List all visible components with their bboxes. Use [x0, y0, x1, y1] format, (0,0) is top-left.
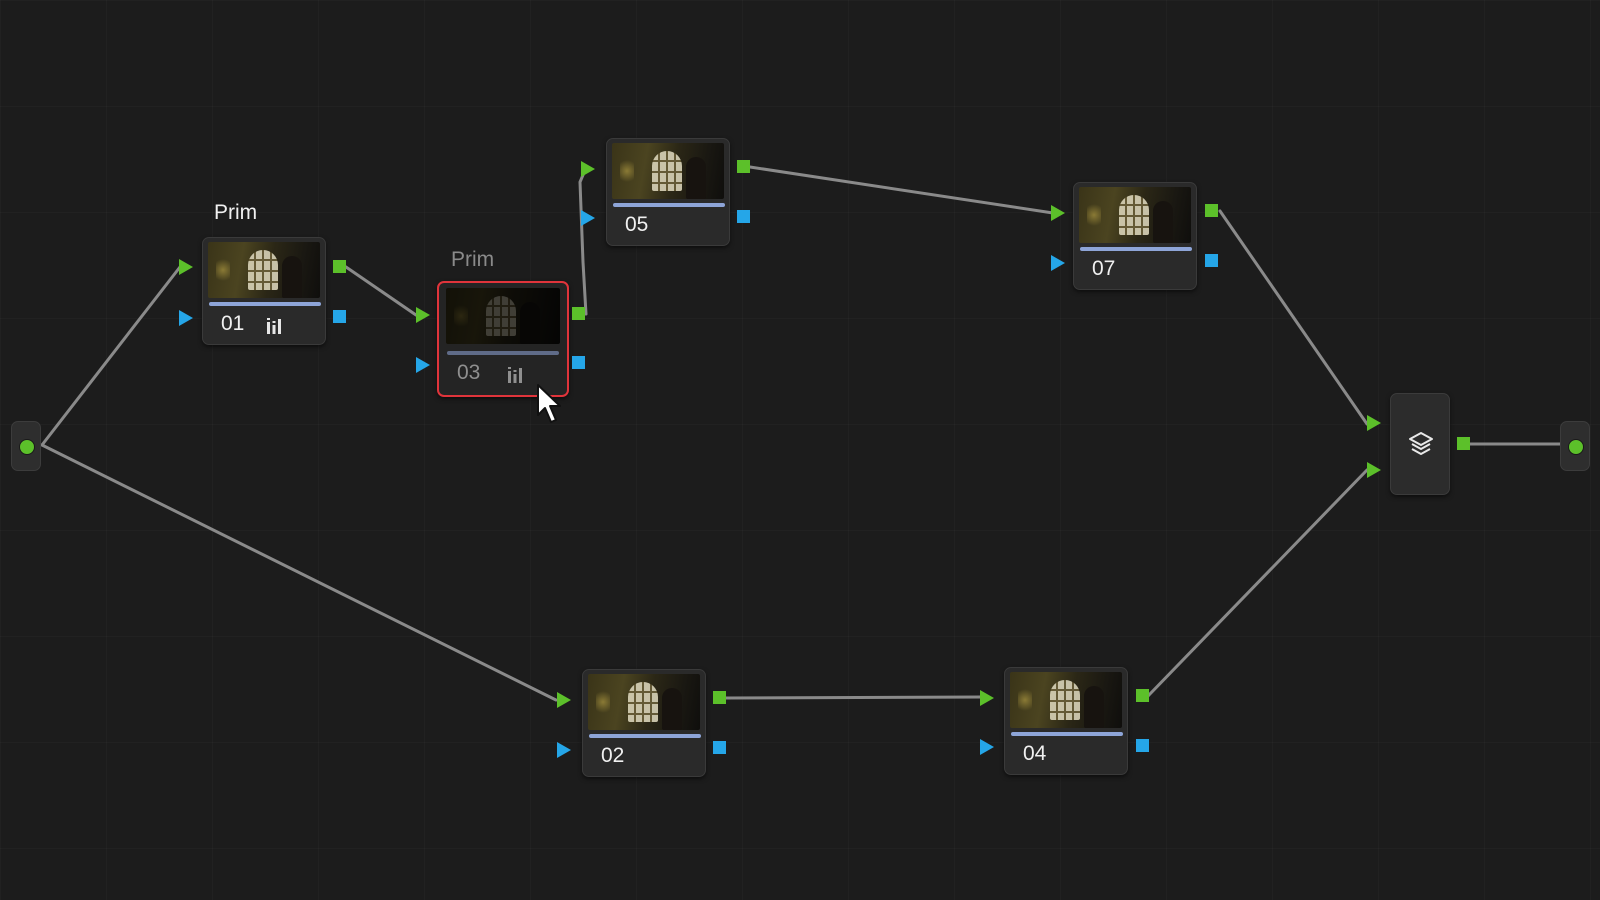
node-07-rgb-output-port[interactable]: [1205, 204, 1218, 217]
node-01[interactable]: 01: [202, 237, 326, 345]
node-01-status-bar: [209, 302, 321, 306]
node-05-number: 05: [625, 213, 649, 236]
wire-03-05: [578, 166, 588, 316]
node-03-key-input-port[interactable]: [416, 357, 430, 373]
layers-icon: [1409, 432, 1433, 455]
node-02-key-input-port[interactable]: [557, 742, 571, 758]
node-02[interactable]: 02: [582, 669, 706, 777]
node-03-rgb-output-port[interactable]: [572, 307, 585, 320]
wire-05-07: [748, 165, 1055, 215]
node-01-number: 01: [221, 312, 245, 335]
node-01-rgb-input-port[interactable]: [179, 259, 193, 275]
node-02-number: 02: [601, 744, 625, 767]
node-07-number: 07: [1092, 257, 1116, 280]
wire-01-03: [344, 265, 418, 317]
node-05-rgb-input-port[interactable]: [581, 161, 595, 177]
node-03-thumbnail: [446, 288, 560, 344]
wire-input-01: [40, 265, 182, 447]
node-02-rgb-input-port[interactable]: [557, 692, 571, 708]
wire-input-02: [40, 443, 558, 702]
node-07-rgb-input-port[interactable]: [1051, 205, 1065, 221]
node-03-status-bar: [447, 351, 559, 355]
wire-04-mixer: [1146, 468, 1369, 698]
node-05-rgb-output-port[interactable]: [737, 160, 750, 173]
node-04[interactable]: 04: [1004, 667, 1128, 775]
node-03-label: Prim: [451, 248, 495, 271]
node-02-thumbnail: [588, 674, 700, 730]
node-03-key-output-port[interactable]: [572, 356, 585, 369]
node-07-status-bar: [1080, 247, 1192, 251]
node-07-thumbnail: [1079, 187, 1191, 243]
node-05-key-output-port[interactable]: [737, 210, 750, 223]
layer-mixer-node[interactable]: [1390, 393, 1450, 495]
node-03-number: 03: [457, 361, 481, 384]
node-01-label: Prim: [214, 201, 258, 224]
node-05[interactable]: 05: [606, 138, 730, 246]
wire-02-04: [724, 695, 985, 700]
node-04-status-bar: [1011, 732, 1123, 736]
node-05-key-input-port[interactable]: [581, 210, 595, 226]
mouse-pointer-icon: [537, 384, 561, 423]
node-01-key-output-port[interactable]: [333, 310, 346, 323]
output-node[interactable]: [1560, 421, 1590, 471]
wire-07-mixer: [1218, 209, 1369, 426]
node-02-status-bar: [589, 734, 701, 738]
node-07[interactable]: 07: [1073, 182, 1197, 290]
layer-mixer-output-port[interactable]: [1457, 437, 1470, 450]
node-04-number: 04: [1023, 742, 1047, 765]
node-07-key-output-port[interactable]: [1205, 254, 1218, 267]
layer-mixer-input-port-1[interactable]: [1367, 415, 1381, 431]
curves-icon: [508, 367, 522, 383]
node-01-rgb-output-port[interactable]: [333, 260, 346, 273]
input-node[interactable]: [11, 421, 41, 471]
output-dot-icon: [1568, 439, 1584, 455]
node-04-key-input-port[interactable]: [980, 739, 994, 755]
node-05-status-bar: [613, 203, 725, 207]
node-04-rgb-input-port[interactable]: [980, 690, 994, 706]
node-02-key-output-port[interactable]: [713, 741, 726, 754]
node-01-thumbnail: [208, 242, 320, 298]
curves-icon: [267, 318, 281, 334]
node-02-rgb-output-port[interactable]: [713, 691, 726, 704]
node-03-rgb-input-port[interactable]: [416, 307, 430, 323]
node-04-key-output-port[interactable]: [1136, 739, 1149, 752]
node-07-key-input-port[interactable]: [1051, 255, 1065, 271]
node-01-key-input-port[interactable]: [179, 310, 193, 326]
input-dot-icon: [19, 439, 35, 455]
layer-mixer-input-port-2[interactable]: [1367, 462, 1381, 478]
node-05-thumbnail: [612, 143, 724, 199]
node-03[interactable]: 03: [437, 281, 569, 397]
node-04-thumbnail: [1010, 672, 1122, 728]
node-04-rgb-output-port[interactable]: [1136, 689, 1149, 702]
